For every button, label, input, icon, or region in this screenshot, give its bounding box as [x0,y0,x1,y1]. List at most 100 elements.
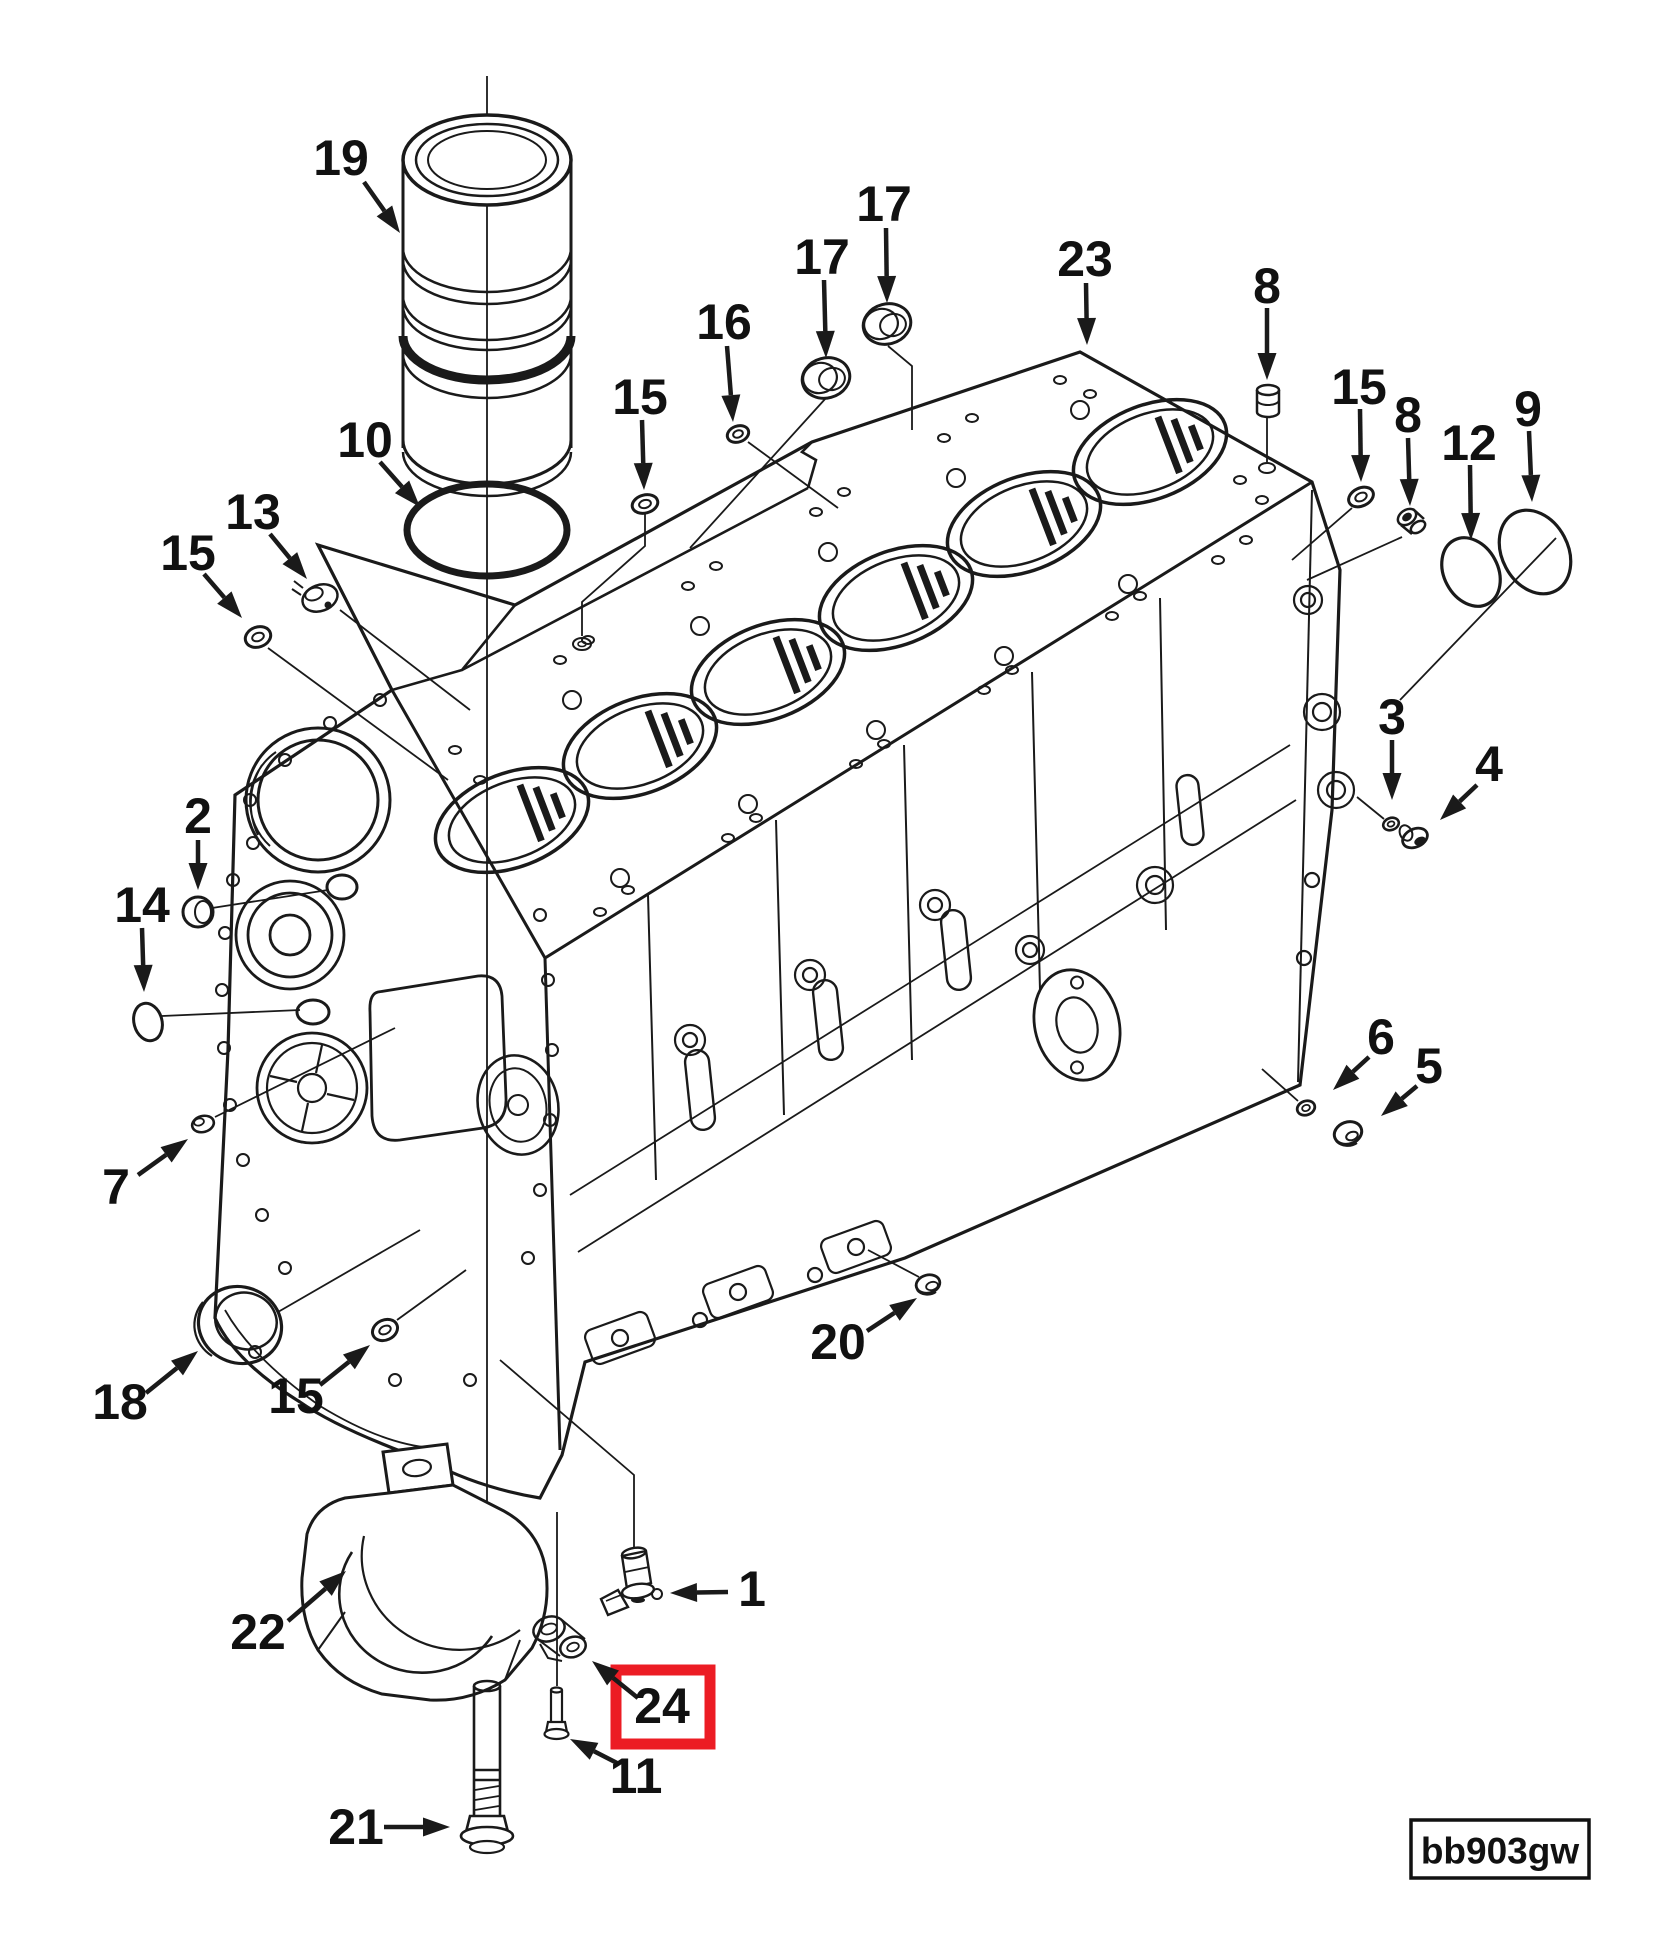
callout-number: 18 [92,1374,148,1430]
callout-arrowhead [1440,794,1467,820]
callout-number: 17 [856,176,912,232]
callout-arrowhead [877,275,897,303]
callout-arrow-line [865,1310,896,1333]
plug-7 [190,1114,216,1134]
callout-number: 15 [612,369,668,425]
bearing-cap-22 [300,1442,549,1702]
cup-plug-17-right [861,302,913,346]
deck-holes [448,375,1269,917]
cylinder-bores [433,397,1229,875]
oring-15-left [243,625,273,649]
callout-arrow-line [136,1152,168,1177]
callout-16: 16 [696,294,752,422]
oring-15-top [630,493,660,515]
callout-arrowhead [889,1298,917,1321]
callout-number: 13 [225,484,281,540]
callout-arrow-line [883,227,889,277]
front-face [215,693,560,1449]
plug-2 [181,895,215,929]
callout-arrowhead [721,394,741,422]
callout-arrowhead [188,863,208,890]
callout-number: 8 [1253,258,1281,314]
callout-21: 21 [328,1799,450,1855]
callout-number: 7 [102,1159,130,1215]
callout-arrowhead [133,964,153,992]
callout-number: 8 [1394,387,1422,443]
callout-24-highlighted: 24 [592,1661,716,1750]
callout-8: 8 [1253,258,1281,380]
callout-arrowhead [633,462,653,490]
callout-arrow-line [202,572,227,600]
rear-face [1292,584,1356,967]
callout-arrowhead [342,1345,370,1370]
callout-20: 20 [810,1298,917,1370]
callout-17: 17 [794,229,850,358]
callout-18: 18 [92,1351,198,1430]
callout-number: 2 [184,788,212,844]
callout-number: 23 [1057,231,1113,287]
callout-17: 17 [856,176,912,303]
callout-arrowhead [1399,478,1419,506]
plug-8-right [1396,507,1427,535]
oring-15-bottom [370,1317,400,1343]
callout-number: 21 [328,1799,384,1855]
callout-4: 4 [1440,736,1503,820]
callout-arrow-line [362,180,387,213]
callout-number: 3 [1378,689,1406,745]
callout-number: 19 [313,130,369,186]
callout-number: 5 [1415,1038,1443,1094]
idler-boss-2 [476,1054,560,1156]
bracket-24 [532,1615,587,1662]
callout-15: 15 [612,369,668,490]
callout-arrowhead [282,552,307,579]
callout-arrowhead [394,480,420,507]
oring-9 [1497,508,1573,596]
callout-number: 15 [268,1368,324,1424]
callout-arrow-line [139,927,146,966]
callout-15: 15 [268,1345,370,1424]
side-mounting-flange [1032,968,1122,1082]
callout-arrow-line [593,1749,619,1766]
callout-arrow-line [1526,430,1534,476]
oring-15-right [1347,485,1375,509]
callout-arrow-line [1400,1084,1419,1101]
callout-arrowhead [1461,512,1481,540]
plug-5 [1332,1120,1364,1147]
callout-12: 12 [1441,415,1497,540]
callout-number: 12 [1441,415,1497,471]
callout-arrow-line [144,1366,179,1395]
callout-number: 22 [230,1604,286,1660]
callout-number: 6 [1367,1009,1395,1065]
callout-1: 1 [670,1561,766,1617]
callout-14: 14 [114,877,170,992]
plug-4 [1398,824,1429,850]
idler-boss [255,1031,369,1145]
oring-12 [1440,536,1502,608]
callout-arrow-line [318,1360,351,1387]
callout-22: 22 [230,1571,346,1660]
callout-number: 16 [696,294,752,350]
callout-19: 19 [313,130,400,233]
callout-arrowhead [160,1139,188,1163]
callout-arrow-line [1458,783,1479,804]
side-face [569,597,1297,1366]
callout-arrowhead [171,1351,198,1376]
oring-3 [1381,816,1401,832]
projection-lines [161,76,1557,1686]
callout-arrowhead [1381,1091,1408,1116]
callout-arrow-line [1351,1055,1371,1074]
callout-15: 15 [160,525,242,618]
callout-number: 11 [610,1748,663,1804]
callout-7: 7 [102,1139,188,1215]
callout-arrow-line [639,419,646,464]
oring-14 [132,1001,164,1043]
callout-arrowhead [592,1661,619,1686]
liner-oring-10 [403,480,571,580]
oring-16 [725,424,751,444]
callout-arrowhead [1333,1064,1360,1090]
plug-20 [914,1273,942,1296]
cup-plug-18 [193,1284,284,1366]
callout-3: 3 [1378,689,1406,800]
callout-arrowhead [1382,773,1402,800]
